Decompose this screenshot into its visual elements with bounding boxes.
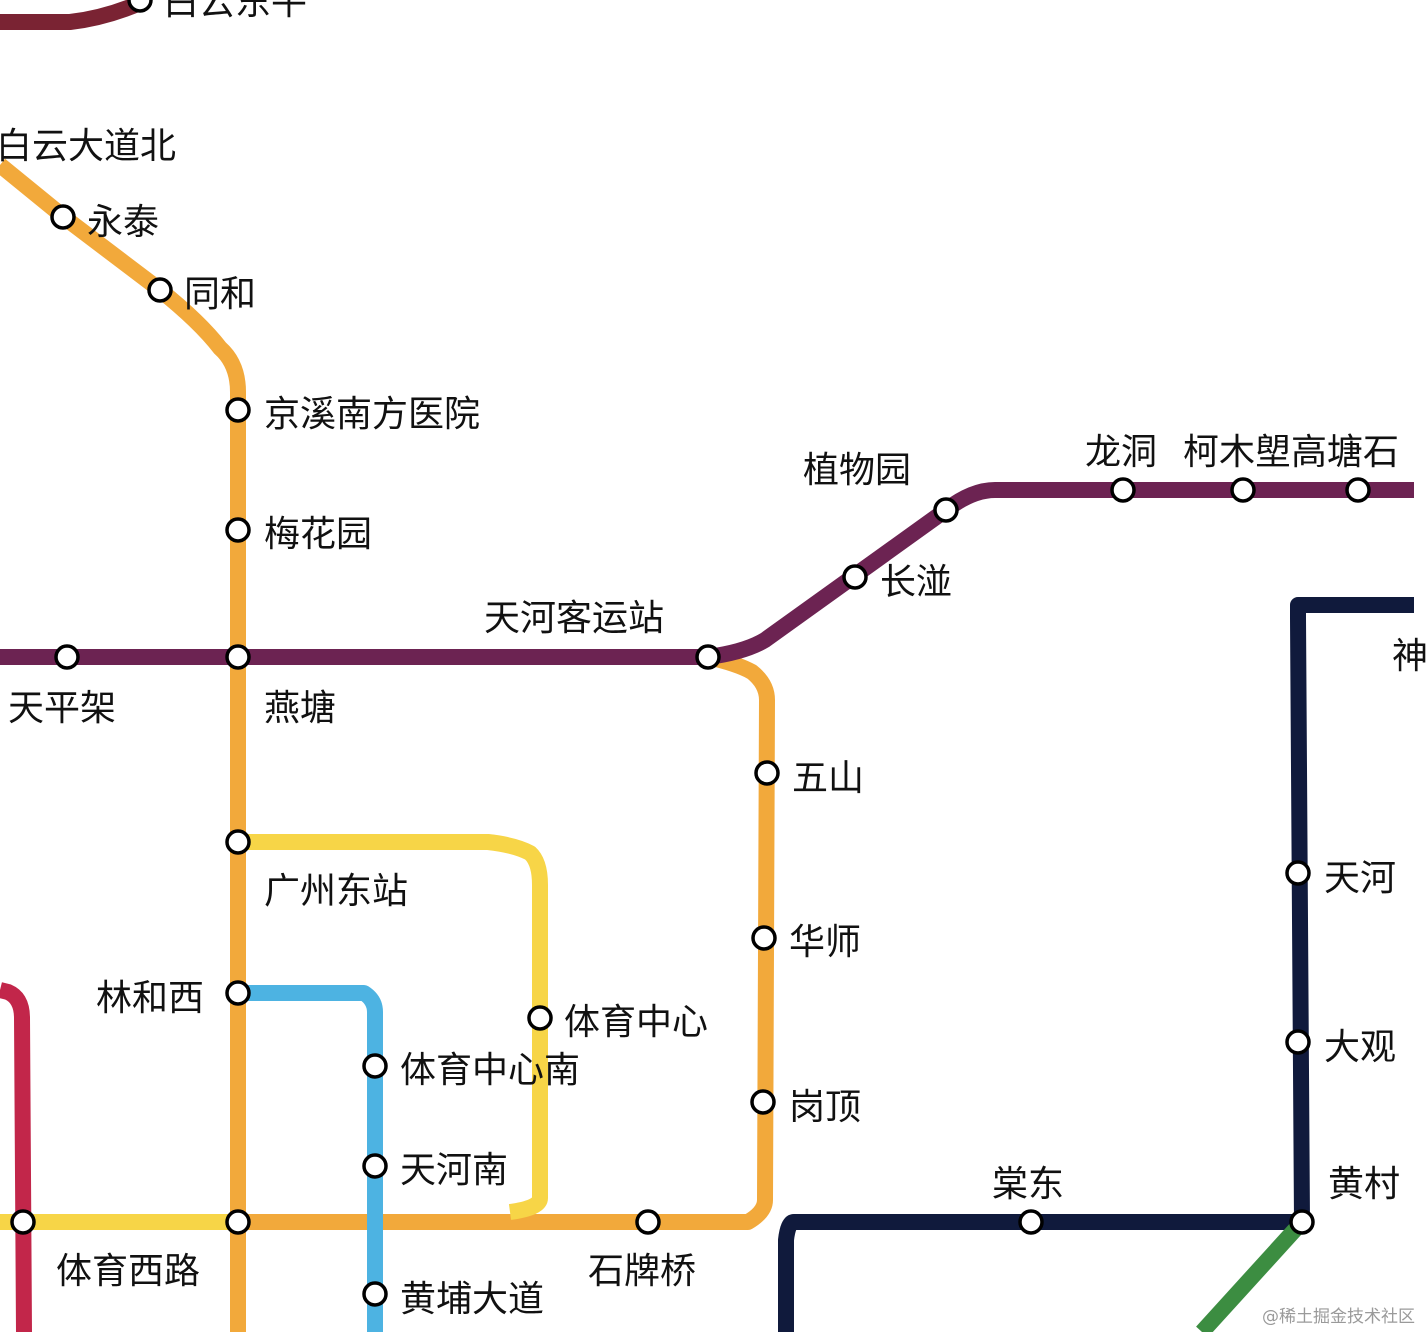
station-label-tianhe-keyunzhan: 天河客运站: [484, 598, 664, 639]
station-marker-huangpu-dadao[interactable]: [362, 1281, 388, 1307]
station-label-baiyun-dongping: 白云东平: [163, 0, 307, 23]
station-label-meihuayuan: 梅花园: [264, 514, 372, 555]
station-marker-yantang[interactable]: [225, 644, 251, 670]
station-label-tonghe: 同和: [184, 274, 256, 315]
station-label-yongtai: 永泰: [87, 202, 159, 243]
station-marker-guangzhou-dongzhan[interactable]: [225, 829, 251, 855]
station-label-tiyu-zhongxin: 体育中心: [564, 1002, 708, 1043]
orange-line-loop[interactable]: [238, 649, 775, 1230]
station-marker-tianhe-partial[interactable]: [1285, 860, 1311, 886]
orange-line[interactable]: [0, 158, 246, 1332]
station-marker-meihuayuan[interactable]: [225, 517, 251, 543]
station-label-yantang: 燕塘: [264, 688, 336, 729]
station-label-jingxi: 京溪南方医院: [264, 394, 480, 435]
station-marker-tiyu-xilu[interactable]: [225, 1209, 251, 1235]
station-label-longdong: 龙洞: [1085, 432, 1157, 473]
station-label-tianpingjia: 天平架: [8, 688, 116, 729]
station-marker-tianhe-nan[interactable]: [362, 1153, 388, 1179]
station-label-wushan: 五山: [792, 758, 864, 799]
station-marker-tianpingjia[interactable]: [54, 644, 80, 670]
station-label-gangding: 岗顶: [789, 1087, 861, 1128]
navy-line[interactable]: [778, 597, 1414, 1332]
station-label-tianhe-partial: 天河: [1324, 858, 1396, 899]
station-label-huangcun: 黄村: [1328, 1164, 1400, 1205]
station-marker-jingxi[interactable]: [225, 397, 251, 423]
station-marker-gaotang[interactable]: [1345, 477, 1371, 503]
station-marker-wushan[interactable]: [754, 760, 780, 786]
station-label-huangpu-dadao: 黄埔大道: [400, 1279, 544, 1320]
watermark-text: @稀土掘金技术社区: [1262, 1307, 1415, 1327]
station-label-guangzhou-dongzhan: 广州东站: [264, 871, 408, 912]
station-marker-linhexi[interactable]: [225, 980, 251, 1006]
station-marker-daguan-partial[interactable]: [1285, 1029, 1311, 1055]
station-marker-longdong[interactable]: [1110, 477, 1136, 503]
station-label-kemushu: 柯木塱: [1183, 432, 1291, 473]
station-label-shipaiqiao: 石牌桥: [588, 1251, 696, 1292]
station-marker-tiyu-zhongxin[interactable]: [527, 1005, 553, 1031]
station-label-tangdong: 棠东: [992, 1164, 1064, 1205]
station-marker-tonghe[interactable]: [147, 277, 173, 303]
station-label-zhiwuyuan: 植物园: [803, 450, 911, 491]
station-label-changban: 长湴: [880, 562, 952, 603]
station-marker-baiyun-dongping[interactable]: [127, 0, 153, 13]
station-marker-huashi[interactable]: [751, 925, 777, 951]
station-label-baiyun-dadao-bei: 白云大道北: [0, 126, 176, 167]
purple-line[interactable]: [0, 482, 1414, 665]
station-marker-tiyu-zhongxin-nan[interactable]: [362, 1053, 388, 1079]
station-marker-tangdong[interactable]: [1018, 1209, 1044, 1235]
station-label-shen-partial: 神: [1392, 636, 1426, 677]
station-marker-kemushu[interactable]: [1230, 477, 1256, 503]
station-label-huashi: 华师: [789, 922, 861, 963]
station-marker-yongtai[interactable]: [50, 204, 76, 230]
station-marker-tianhe-keyunzhan[interactable]: [695, 644, 721, 670]
maroon-line[interactable]: [0, 0, 144, 30]
station-label-linhexi: 林和西: [96, 978, 204, 1019]
yellow-line-north[interactable]: [238, 834, 548, 1220]
station-marker-huangcun[interactable]: [1289, 1209, 1315, 1235]
blue-line[interactable]: [238, 985, 383, 1332]
station-marker-gangding[interactable]: [750, 1089, 776, 1115]
station-marker-zhiwuyuan[interactable]: [933, 497, 959, 523]
station-marker-tiyu-xilu-west[interactable]: [10, 1209, 36, 1235]
station-label-tiyu-zhongxin-nan: 体育中心南: [400, 1050, 580, 1091]
station-label-daguan-partial: 大观: [1324, 1027, 1396, 1068]
station-label-tianhe-nan: 天河南: [400, 1150, 508, 1191]
station-label-tiyu-xilu: 体育西路: [56, 1251, 200, 1292]
green-line[interactable]: [1196, 1216, 1308, 1332]
station-marker-shipaiqiao[interactable]: [635, 1209, 661, 1235]
red-line[interactable]: [0, 982, 32, 1332]
station-marker-changban[interactable]: [842, 564, 868, 590]
station-label-gaotang-shi: 高塘石: [1291, 432, 1399, 473]
